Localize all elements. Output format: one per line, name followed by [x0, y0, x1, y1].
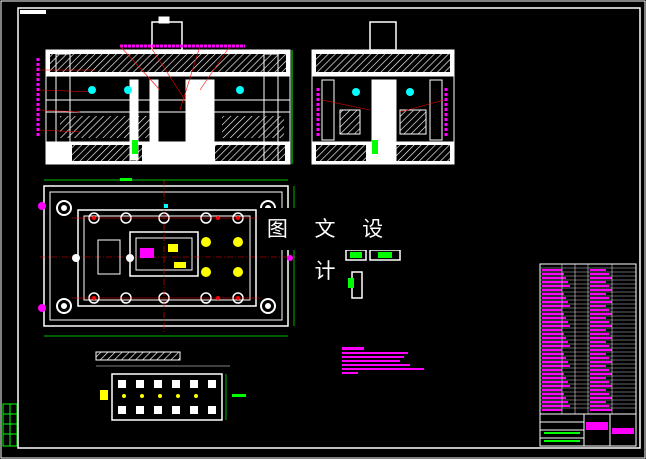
- side-section-view: [311, 21, 455, 165]
- strip-layout: [95, 351, 246, 421]
- bom-row-text: [590, 325, 612, 327]
- bom-row-text: [590, 309, 609, 311]
- bom-row-text: [542, 321, 568, 323]
- bom-row-text: [590, 397, 612, 399]
- bom-row-text: [590, 297, 609, 299]
- bom-row-text: [542, 377, 566, 379]
- bom-row-text: [590, 373, 612, 375]
- bom-row-text: [542, 393, 564, 395]
- bom-row-text: [590, 357, 609, 359]
- bom-row-text: [542, 389, 562, 391]
- bom-row-text: [542, 281, 568, 283]
- bom-row-text: [590, 365, 606, 367]
- bom-row-text: [590, 273, 609, 275]
- bom-row-text: [542, 369, 562, 371]
- bom-row-text: [542, 273, 564, 275]
- bom-row-text: [542, 301, 568, 303]
- bom-row-text: [590, 345, 609, 347]
- bom-row-text: [590, 317, 606, 319]
- parts-list-table: [539, 263, 637, 415]
- bom-row-text: [590, 285, 609, 287]
- bom-row-text: [590, 401, 606, 403]
- front-section-view: [45, 16, 293, 165]
- bom-row-text: [590, 377, 606, 379]
- bom-row-text: [542, 285, 570, 287]
- bom-row-text: [542, 349, 562, 351]
- bom-row-text: [590, 405, 609, 407]
- bom-row-text: [542, 365, 570, 367]
- bom-row-text: [542, 405, 570, 407]
- bom-row-text: [590, 305, 606, 307]
- bom-row-text: [590, 321, 609, 323]
- bom-row-text: [542, 313, 564, 315]
- bom-row-text: [590, 341, 606, 343]
- bom-row-text: [542, 329, 562, 331]
- bom-row-text: [542, 353, 564, 355]
- technical-notes-block: [342, 347, 424, 374]
- bom-row-text: [542, 277, 566, 279]
- bom-row-text: [590, 277, 612, 279]
- bom-row-text: [542, 341, 568, 343]
- bom-row-text: [590, 337, 612, 339]
- bom-row-text: [590, 393, 609, 395]
- bom-row-text: [542, 309, 562, 311]
- bom-row-text: [590, 293, 606, 295]
- bom-row-text: [590, 289, 612, 291]
- bom-row-text: [542, 269, 562, 271]
- bom-row-text: [542, 373, 564, 375]
- bom-row-text: [542, 385, 570, 387]
- bom-row-text: [542, 289, 562, 291]
- bom-row-text: [590, 409, 612, 411]
- bom-row-text: [542, 409, 562, 411]
- bom-row-text: [590, 369, 609, 371]
- bom-row-text: [542, 381, 568, 383]
- bom-row-text: [542, 293, 564, 295]
- bom-row-text: [590, 381, 609, 383]
- side-view-leader-labels: [316, 88, 448, 154]
- corner-tag: [20, 10, 46, 14]
- bom-row-text: [542, 337, 566, 339]
- bom-row-text: [542, 345, 570, 347]
- bom-row-text: [542, 317, 566, 319]
- drawing-frame-inner: [17, 7, 641, 449]
- bom-row-text: [590, 333, 609, 335]
- bom-row-text: [590, 281, 606, 283]
- bom-row-text: [542, 397, 566, 399]
- bom-row-text: [590, 313, 612, 315]
- bom-row-text: [542, 305, 570, 307]
- bom-row-text: [542, 297, 566, 299]
- bom-row-text: [590, 389, 606, 391]
- bom-row-text: [590, 269, 606, 271]
- bom-row-text: [542, 325, 570, 327]
- bom-row-text: [542, 333, 564, 335]
- bom-row-text: [590, 349, 612, 351]
- bom-row-text: [542, 401, 568, 403]
- bom-row-text: [590, 353, 606, 355]
- bom-row-text: [590, 329, 606, 331]
- bom-row-text: [542, 361, 568, 363]
- front-view-leader-labels: [36, 44, 245, 154]
- bom-row-text: [590, 301, 612, 303]
- left-edge-strip: [2, 403, 18, 447]
- title-block: [539, 413, 637, 447]
- bom-row-text: [542, 357, 566, 359]
- bom-row-text: [590, 361, 612, 363]
- bom-row-text: [590, 385, 612, 387]
- plan-view-details: [38, 178, 296, 337]
- small-part-views: [345, 249, 401, 299]
- watermark-text: 图 文 设 计: [258, 208, 402, 283]
